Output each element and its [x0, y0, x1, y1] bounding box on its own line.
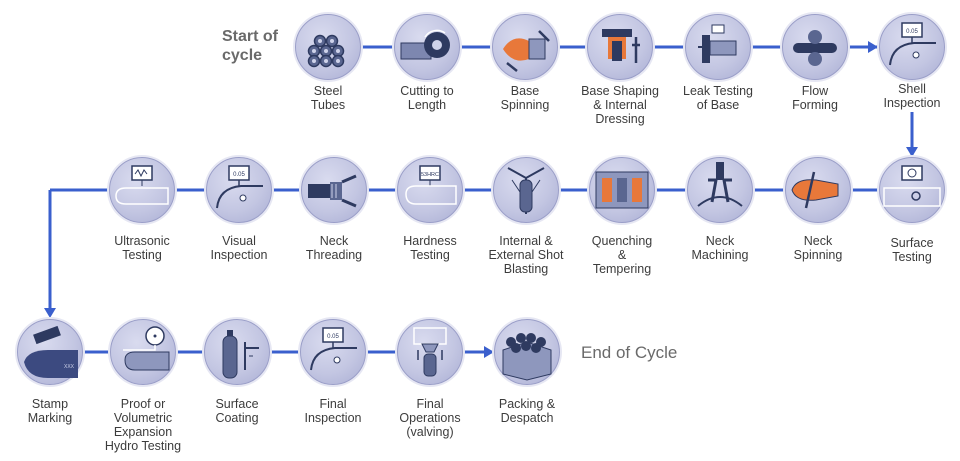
process-step-1	[295, 14, 361, 80]
svg-text:XXX: XXX	[64, 364, 75, 370]
process-step-22	[494, 319, 560, 385]
step-label: Base Spinning	[500, 84, 550, 112]
step-label: Leak Testing of Base	[683, 84, 753, 112]
process-step-18	[110, 319, 176, 385]
step-label: Neck Machining	[691, 234, 749, 262]
neck-spinning-icon	[791, 171, 839, 209]
steel-tubes-icon	[307, 34, 345, 68]
threading-icon	[308, 174, 357, 208]
process-step-17: XXX	[17, 319, 83, 385]
process-step-5	[685, 14, 751, 80]
step-label: Base Shaping & Internal Dressing	[581, 84, 659, 126]
process-step-9	[785, 157, 851, 223]
step-label: Steel Tubes	[310, 84, 346, 112]
process-step-13: 53HRC	[397, 157, 463, 223]
start-of-cycle-label: Start of cycle	[222, 28, 278, 64]
process-step-19	[204, 319, 270, 385]
gauge-inspection-icon: 0.05	[889, 22, 936, 66]
step-label: Proof or Volumetric Expansion Hydro Test…	[104, 397, 182, 453]
step-label: Final Operations (valving)	[399, 397, 461, 439]
step-label: Neck Spinning	[793, 234, 843, 262]
process-step-16	[109, 157, 175, 223]
svg-text:0.05: 0.05	[906, 29, 918, 35]
base-spinning-icon	[503, 30, 550, 72]
step-label: Flow Forming	[792, 84, 838, 112]
stamp-icon: XXX	[24, 325, 78, 378]
gauge-inspection-icon: 0.05	[216, 165, 263, 209]
hardness-gauge-icon: 53HRC	[405, 165, 457, 205]
pressure-gauge-icon	[123, 326, 170, 371]
valve-icon	[413, 327, 447, 377]
gauge-inspection-icon: 0.05	[310, 327, 357, 371]
process-step-6	[782, 14, 848, 80]
leak-test-icon	[698, 24, 737, 63]
process-step-12	[493, 157, 559, 223]
connector-arrow	[44, 308, 56, 318]
surface-test-icon	[883, 165, 941, 207]
saw-blade-icon	[400, 29, 450, 60]
svg-text:53HRC: 53HRC	[421, 172, 439, 178]
svg-text:0.05: 0.05	[233, 172, 245, 178]
process-step-11	[589, 157, 655, 223]
connector-arrow	[484, 346, 494, 358]
step-label: Cutting to Length	[400, 84, 454, 112]
step-label: Ultrasonic Testing	[114, 234, 170, 262]
process-step-20: 0.05	[300, 319, 366, 385]
process-step-15: 0.05	[206, 157, 272, 223]
process-step-3	[492, 14, 558, 80]
process-step-2	[394, 14, 460, 80]
process-step-8	[879, 157, 945, 223]
step-label: Quenching & Tempering	[591, 234, 653, 276]
svg-text:0.05: 0.05	[327, 334, 339, 340]
step-label: Visual Inspection	[210, 234, 268, 262]
base-shaping-icon	[602, 29, 640, 63]
furnace-icon	[595, 171, 649, 209]
step-label: Internal & External Shot Blasting	[488, 234, 564, 276]
step-label: Final Inspection	[304, 397, 362, 425]
process-step-4	[587, 14, 653, 80]
process-step-7: 0.05	[879, 14, 945, 80]
process-step-21	[397, 319, 463, 385]
process-step-14	[301, 157, 367, 223]
connector-arrow	[906, 147, 918, 157]
step-label: Surface Coating	[215, 397, 259, 425]
flow-forming-icon	[793, 30, 837, 66]
step-label: Packing & Despatch	[498, 397, 556, 425]
connector-arrow	[868, 41, 878, 53]
machining-tool-icon	[697, 162, 743, 207]
step-label: Hardness Testing	[403, 234, 457, 262]
step-label: Shell Inspection	[883, 82, 941, 110]
coating-icon	[222, 330, 259, 379]
process-step-10	[687, 157, 753, 223]
step-label: Neck Threading	[305, 234, 363, 262]
crate-icon	[502, 333, 552, 381]
end-of-cycle-label: End of Cycle	[581, 343, 678, 362]
step-label: Stamp Marking	[27, 397, 73, 425]
shot-blast-icon	[507, 167, 545, 214]
ultrasonic-icon	[115, 165, 169, 205]
step-label: Surface Testing	[890, 236, 934, 264]
